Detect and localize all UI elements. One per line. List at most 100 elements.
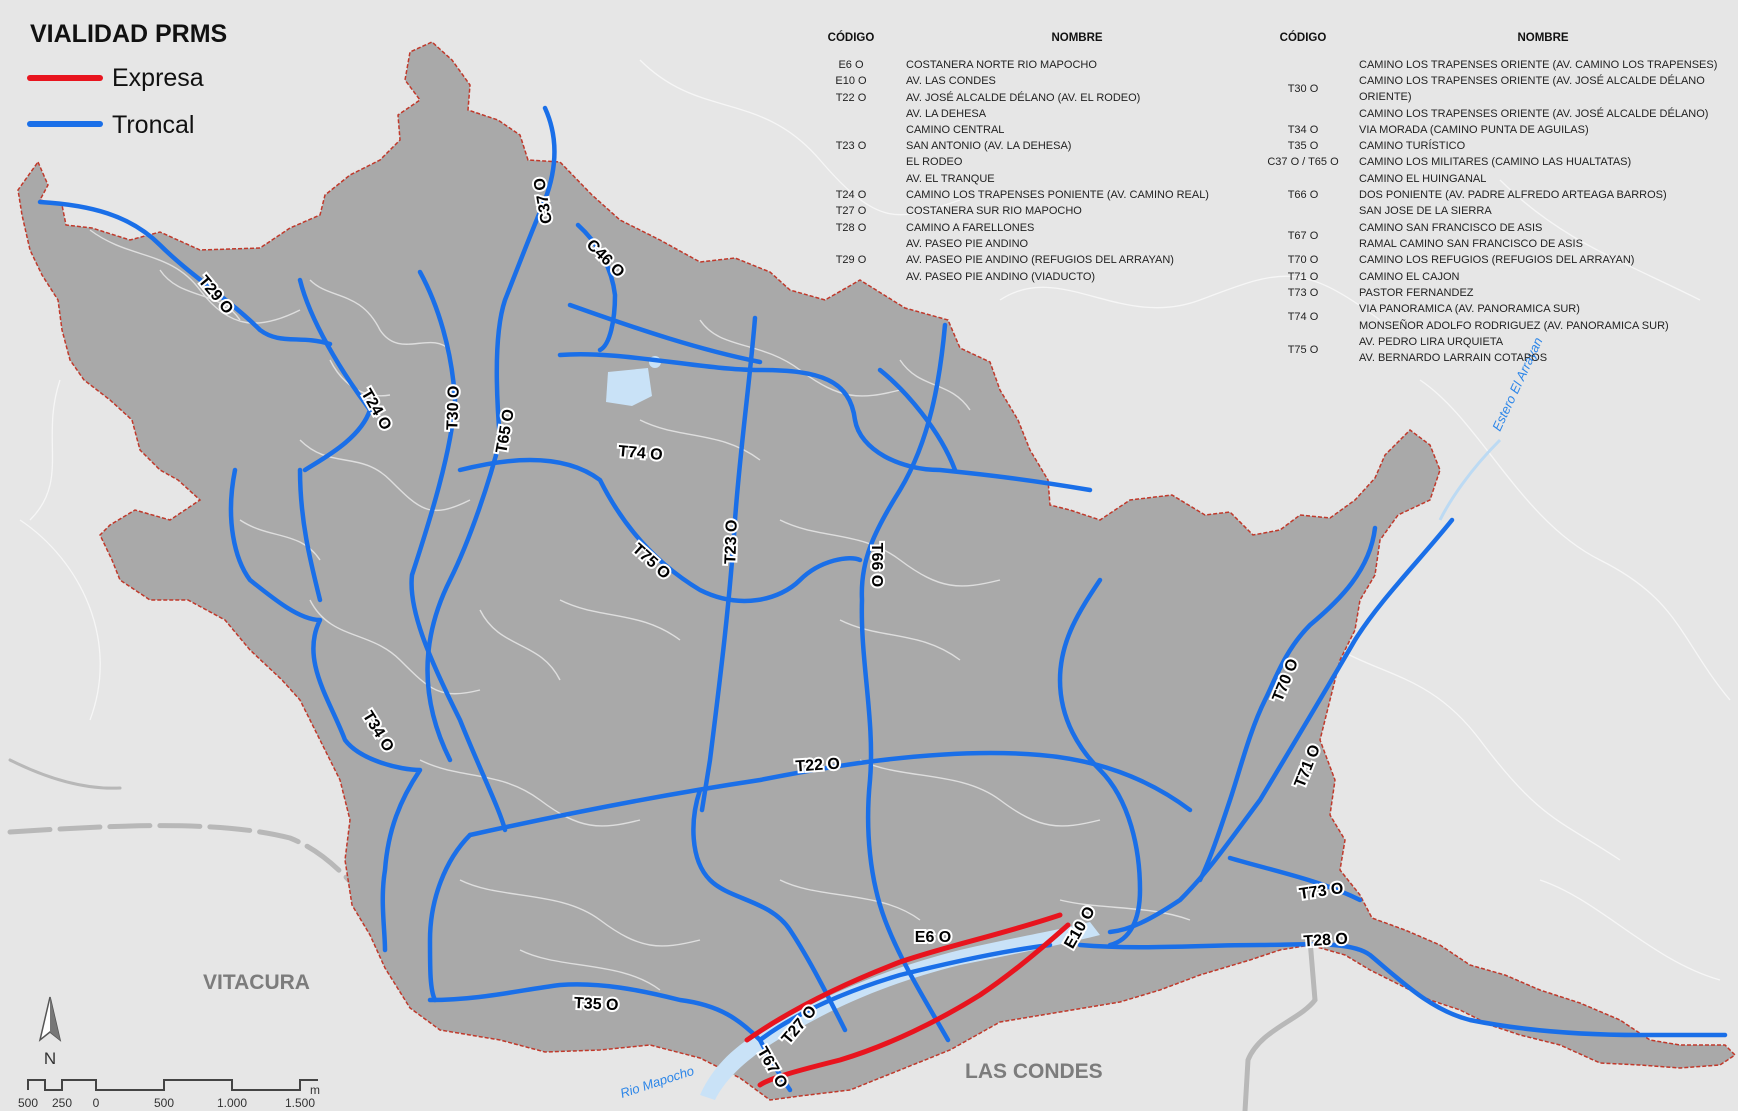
expresa-roads (744, 912, 1071, 1088)
road-t27 (757, 942, 1053, 1043)
road-label-t28: T28 O (1303, 930, 1349, 950)
table-code: T35 O (1288, 140, 1319, 152)
scale-tick: 250 (52, 1096, 72, 1110)
table-name: CAMINO LOS MILITARES (CAMINO LAS HUALTAT… (1359, 156, 1631, 168)
scale-tick: 0 (93, 1096, 100, 1110)
scale-unit: m (310, 1083, 320, 1097)
table-name: AV. PASEO PIE ANDINO (906, 238, 1029, 250)
table-code: T71 O (1288, 271, 1319, 283)
table-name: CAMINO EL HUINGANAL (1359, 173, 1486, 185)
road-t34 (228, 467, 423, 953)
table-code: T73 O (1288, 287, 1319, 299)
scale-tick: 500 (18, 1096, 38, 1110)
road-label-e6: E6 O (915, 929, 951, 946)
table-code: T28 O (836, 222, 867, 234)
road-label-t23: T23 O (722, 519, 741, 564)
road-t74 (557, 351, 1093, 493)
table-name: SAN ANTONIO (AV. LA DEHESA) (906, 140, 1071, 152)
road-loop-east (1057, 577, 1143, 948)
table-name: CAMINO LOS TRAPENSES ORIENTE (AV. CAMINO… (1359, 59, 1717, 71)
table-name: EL RODEO (906, 156, 963, 168)
table-code: T24 O (836, 189, 867, 201)
map-title: VIALIDAD PRMS (30, 20, 227, 48)
table-name: ORIENTE) (1359, 91, 1412, 103)
table-code: T30 O (1288, 83, 1319, 95)
table-name: DOS PONIENTE (AV. PADRE ALFREDO ARTEAGA … (1359, 189, 1667, 201)
table-code: E6 O (838, 59, 864, 71)
scale-tick: 1.000 (217, 1096, 247, 1110)
place-label-vitacura: VITACURA (203, 971, 310, 994)
road-t74-north (567, 302, 763, 365)
table-name: COSTANERA NORTE RIO MAPOCHO (906, 59, 1097, 71)
table-name: AV. LA DEHESA (906, 108, 987, 120)
road-label-t35: T35 O (574, 995, 619, 1014)
road-t22 (467, 750, 1193, 838)
table-code: T34 O (1288, 124, 1319, 136)
table-name: VIA PANORAMICA (AV. PANORAMICA SUR) (1359, 303, 1580, 315)
estero-el-arrayan (1438, 438, 1502, 521)
road-e6 (744, 912, 1063, 1043)
scale-tick: 500 (154, 1096, 174, 1110)
table-code: T23 O (836, 140, 867, 152)
road-loop-mid (691, 787, 848, 1033)
legend-troncal-label: Troncal (112, 111, 194, 139)
table-code: T67 O (1288, 230, 1319, 242)
road-sw-curve (297, 467, 323, 603)
table-name: CAMINO SAN FRANCISCO DE ASIS (1359, 222, 1542, 234)
table-left-name-header: NOMBRE (1051, 32, 1102, 44)
road-label-t66: T66 O (868, 543, 885, 587)
legend: Expresa Troncal (27, 64, 204, 139)
table-name: CAMINO LOS TRAPENSES ORIENTE (AV. JOSÉ A… (1359, 107, 1708, 120)
road-t70 (1197, 525, 1378, 883)
external-roads (7, 758, 1318, 1111)
table-name: CAMINO A FARELLONES (906, 222, 1034, 234)
table-name: AV. JOSÉ ALCALDE DÉLANO (AV. EL RODEO) (906, 91, 1140, 104)
road-northeast-spur (877, 367, 958, 473)
road-t67 (757, 1037, 793, 1093)
road-t66 (859, 322, 951, 1043)
road-e10 (757, 922, 1071, 1088)
table-name: AV. PASEO PIE ANDINO (REFUGIOS DEL ARRAY… (906, 254, 1174, 266)
terrain-lines (19, 59, 1731, 981)
scale-bar: 500 250 0 500 1.000 1.500 m (18, 1079, 320, 1110)
road-t73 (1227, 855, 1363, 903)
road-code-table: CÓDIGO NOMBRE CÓDIGO NOMBRE E6 O COSTANE… (828, 31, 1718, 364)
road-label-t30: T30 O (444, 385, 463, 430)
table-name: AV. PEDRO LIRA URQUIETA (1359, 336, 1504, 348)
table-code: T29 O (836, 254, 867, 266)
table-name: PASTOR FERNANDEZ (1359, 287, 1474, 299)
road-t75 (457, 457, 863, 604)
local-streets (89, 229, 1191, 991)
table-name: RAMAL CAMINO SAN FRANCISCO DE ASIS (1359, 238, 1583, 250)
road-t28 (1077, 941, 1728, 1038)
road-loop-south (427, 832, 473, 1003)
road-t30 (409, 269, 508, 833)
table-name: MONSEÑOR ADOLFO RODRIGUEZ (AV. PANORAMIC… (1359, 319, 1669, 332)
table-name: AV. LAS CONDES (906, 75, 996, 87)
road-t29 (37, 199, 333, 347)
road-t35 (427, 982, 763, 1043)
road-t23 (699, 315, 758, 813)
table-name: SAN JOSE DE LA SIERRA (1359, 205, 1492, 217)
table-name: CAMINO LOS TRAPENSES ORIENTE (AV. JOSÉ A… (1359, 74, 1705, 87)
table-code: T75 O (1288, 344, 1319, 356)
table-right-code-header: CÓDIGO (1280, 31, 1327, 44)
north-arrow-icon: N (38, 996, 62, 1068)
north-label: N (44, 1049, 56, 1068)
road-t65 (425, 437, 503, 763)
table-right-name-header: NOMBRE (1517, 32, 1568, 44)
table-name: AV. EL TRANQUE (906, 173, 995, 185)
rio-mapocho-river (700, 922, 1100, 1100)
road-t71 (1107, 517, 1455, 935)
table-name: CAMINO LOS TRAPENSES PONIENTE (AV. CAMIN… (906, 189, 1209, 201)
table-name: AV. BERNARDO LARRAIN COTAPOS (1359, 352, 1547, 364)
legend-expresa-label: Expresa (112, 64, 204, 92)
table-left-code-header: CÓDIGO (828, 31, 875, 44)
scale-tick: 1.500 (285, 1096, 315, 1110)
troncal-roads (37, 105, 1728, 1093)
table-code: T74 O (1288, 311, 1319, 323)
lagoon (606, 368, 652, 406)
table-code: T66 O (1288, 189, 1319, 201)
road-c46 (575, 222, 618, 353)
place-label-las-condes: LAS CONDES (965, 1060, 1103, 1083)
